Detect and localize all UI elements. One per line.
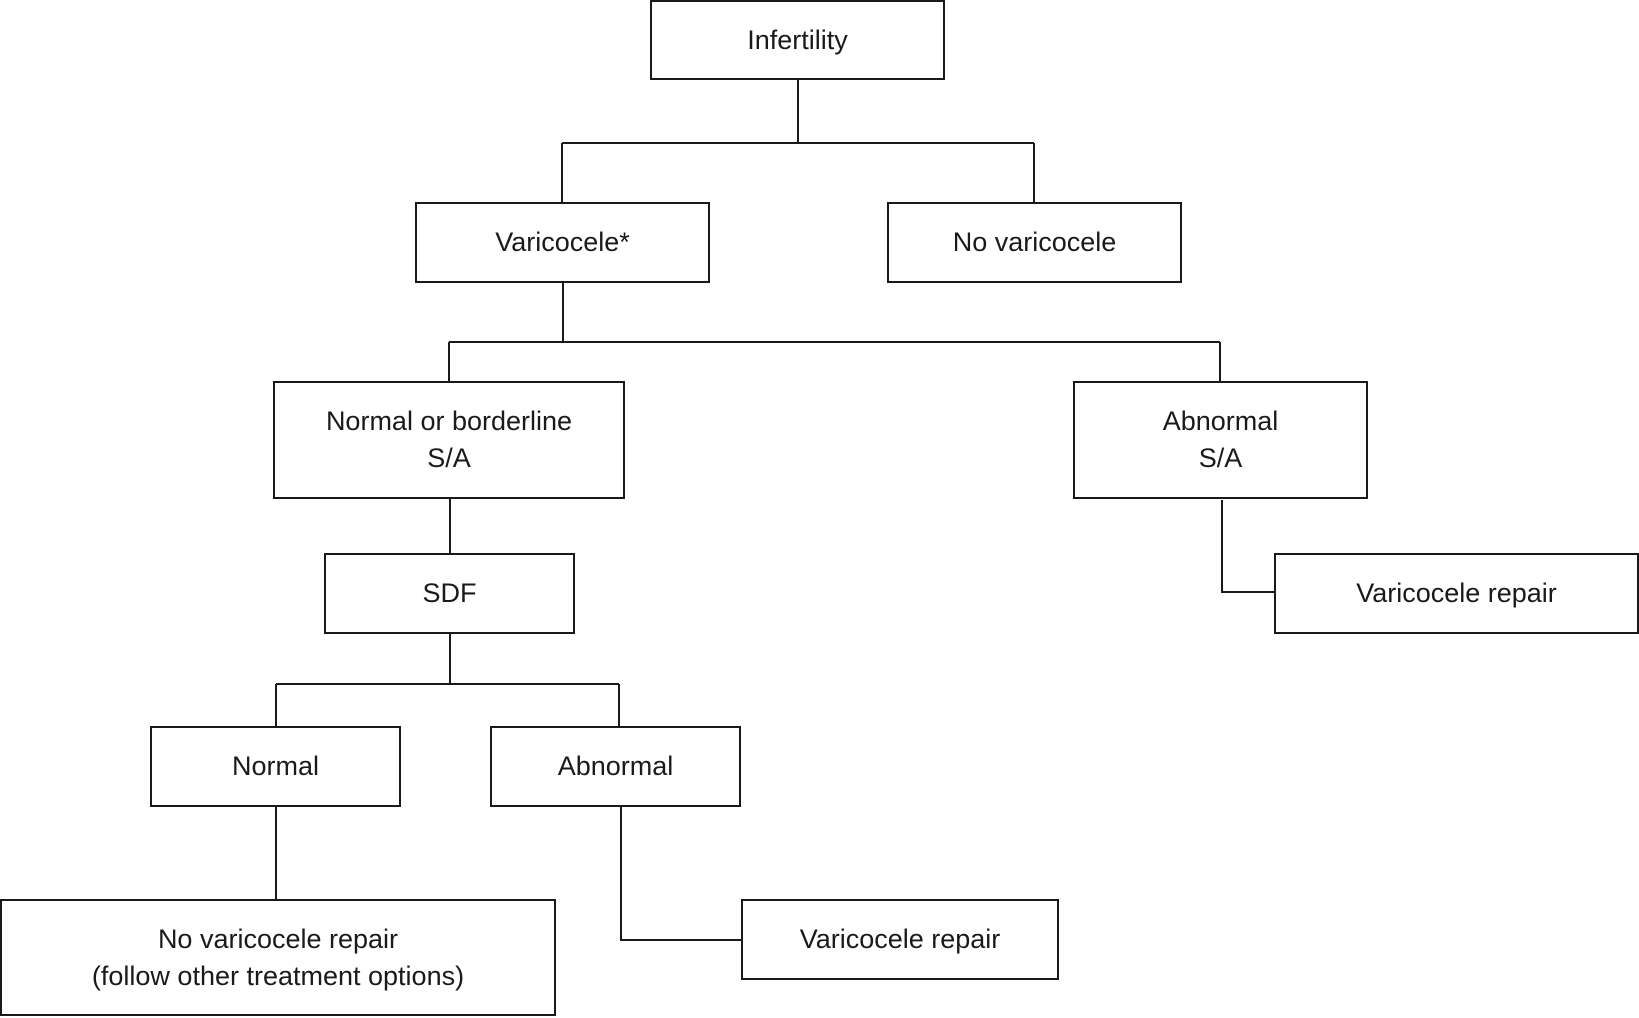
node-normal-borderline-sa-line1: Normal or borderline — [325, 406, 573, 436]
connector-abnormal-sa-to-repair — [1221, 500, 1275, 593]
node-no-varicocele-label: No varicocele — [952, 227, 1117, 257]
node-varicocele-label: Varicocele* — [495, 227, 630, 257]
node-abnormal-label: Abnormal — [557, 751, 674, 781]
node-normal-borderline-sa: Normal or borderline S/A — [273, 381, 625, 499]
node-varicocele: Varicocele* — [415, 202, 710, 283]
node-normal: Normal — [150, 726, 401, 807]
node-infertility: Infertility — [650, 0, 945, 80]
node-varicocele-repair-bottom: Varicocele repair — [741, 899, 1059, 980]
node-abnormal-sa-line1: Abnormal — [1162, 406, 1279, 436]
node-abnormal-sa: Abnormal S/A — [1073, 381, 1368, 499]
node-no-varicocele: No varicocele — [887, 202, 1182, 283]
node-sdf-label: SDF — [422, 578, 477, 608]
node-no-varicocele-repair: No varicocele repair (follow other treat… — [0, 899, 556, 1016]
node-sdf: SDF — [324, 553, 575, 634]
connector-abnormal-to-repair — [620, 806, 742, 941]
node-normal-borderline-sa-line2: S/A — [427, 443, 471, 473]
node-normal-label: Normal — [231, 751, 319, 781]
node-abnormal: Abnormal — [490, 726, 741, 807]
node-varicocele-repair-right-label: Varicocele repair — [1356, 578, 1557, 608]
node-varicocele-repair-right: Varicocele repair — [1274, 553, 1639, 634]
node-no-varicocele-repair-line1: No varicocele repair — [157, 923, 399, 954]
node-abnormal-sa-line2: S/A — [1198, 443, 1243, 473]
node-infertility-label: Infertility — [747, 24, 848, 55]
node-varicocele-repair-bottom-label: Varicocele repair — [799, 924, 1001, 954]
node-no-varicocele-repair-line2: (follow other treatment options) — [91, 960, 465, 991]
